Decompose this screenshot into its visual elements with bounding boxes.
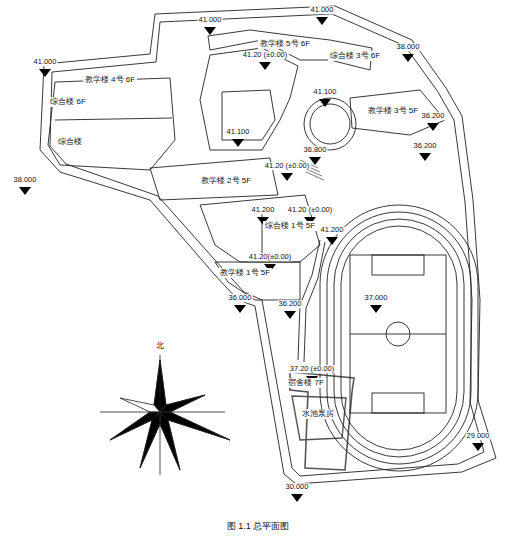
elevation-label: 38.000 — [13, 176, 38, 184]
building-label-box: 综合楼 6F — [48, 97, 88, 107]
building-name: 宿舍楼 7F — [288, 378, 324, 387]
elevation-label: 41.100 — [226, 128, 251, 136]
building-name: 综合楼 — [58, 137, 82, 146]
building-name: 水池泵房 — [302, 409, 334, 418]
site-boundary — [40, 6, 496, 484]
building-label-box: 综合楼 3号 6F — [328, 51, 382, 61]
inner-boundary — [50, 14, 484, 476]
building-label-box: 教学楼 5号 6F — [258, 39, 312, 49]
building-outline — [48, 78, 175, 170]
elevation-marker — [19, 187, 31, 195]
elevation-label: 41.000 — [33, 58, 58, 66]
building-name: 综合楼 6F — [50, 97, 86, 106]
building-name: 综合楼 1号 5F — [265, 221, 315, 230]
elevation-label: 41.20 (±0.00) — [287, 206, 334, 214]
elevation-marker — [370, 305, 382, 313]
elevation-label: 36.200 — [413, 142, 438, 150]
building-outline — [200, 195, 320, 262]
elevation-label: 30.000 — [285, 483, 310, 491]
building-outline — [150, 158, 278, 200]
building-name: 综合楼 3号 6F — [330, 51, 380, 60]
building-outline — [350, 90, 445, 135]
building-label-box: 综合楼 1号 5F — [263, 221, 317, 231]
building-label-box: 教学楼 2号 5F — [199, 176, 253, 186]
elevation-label: 29.000 — [466, 432, 491, 440]
building-name: 教学楼 2号 5F — [201, 176, 251, 185]
elevation-marker — [204, 27, 216, 35]
elevation-label: 38.000 — [396, 43, 421, 51]
building-label-box: 水池泵房 — [300, 409, 336, 419]
elevation-marker — [326, 237, 338, 245]
building-label-box: 综合楼 — [56, 137, 84, 147]
elevation-label: 41.200 — [251, 206, 276, 214]
elevation-marker — [234, 305, 246, 313]
elevation-marker — [309, 157, 321, 165]
elevation-label: 36.200 — [421, 112, 446, 120]
elevation-marker — [259, 62, 271, 70]
elevation-marker — [291, 494, 303, 502]
elevation-marker — [472, 443, 484, 451]
elevation-label: 41.200 — [320, 226, 345, 234]
elevation-label: 41.20 (±0.00) — [264, 162, 311, 170]
building-name: 教学楼 3号 5F — [368, 106, 418, 115]
north-label: 北 — [155, 342, 165, 350]
elevation-marker — [402, 54, 414, 62]
elevation-label: 37.20 (±0.00) — [289, 365, 336, 373]
building-outline — [208, 30, 372, 70]
elevation-label: 41.20 (±0.00) — [242, 51, 289, 59]
building-label-box: 教学楼 1号 5F — [218, 268, 272, 278]
elevation-marker — [427, 123, 439, 131]
elevation-label: 36.800 — [303, 146, 328, 154]
elevation-marker — [39, 69, 51, 77]
elevation-marker — [232, 139, 244, 147]
building-name: 教学楼 4号 6F — [85, 75, 135, 84]
elevation-label: 41.100 — [313, 88, 338, 96]
elevation-label: 36.000 — [228, 294, 253, 302]
elevation-marker — [281, 173, 293, 181]
building-outline — [222, 90, 275, 140]
building-outline — [200, 48, 298, 150]
building-label-box: 宿舍楼 7F — [286, 378, 326, 388]
building-name: 教学楼 5号 6F — [260, 39, 310, 48]
elevation-label: 41.20(±0.00) — [248, 253, 292, 261]
elevation-label: 36.200 — [278, 300, 303, 308]
elevation-marker — [319, 99, 331, 107]
elevation-label: 37.000 — [364, 294, 389, 302]
elevation-label: 41.000 — [310, 6, 335, 14]
elevation-label: 41.000 — [198, 16, 223, 24]
pump-house-outline — [292, 396, 346, 440]
figure-caption: 图 1.1 总平面图 — [227, 520, 290, 533]
building-label-box: 教学楼 4号 6F — [83, 75, 137, 85]
elevation-marker — [316, 17, 328, 25]
building-name: 教学楼 1号 5F — [220, 268, 270, 277]
elevation-marker — [419, 153, 431, 161]
building-label-box: 教学楼 3号 5F — [366, 106, 420, 116]
elevation-marker — [284, 311, 296, 319]
